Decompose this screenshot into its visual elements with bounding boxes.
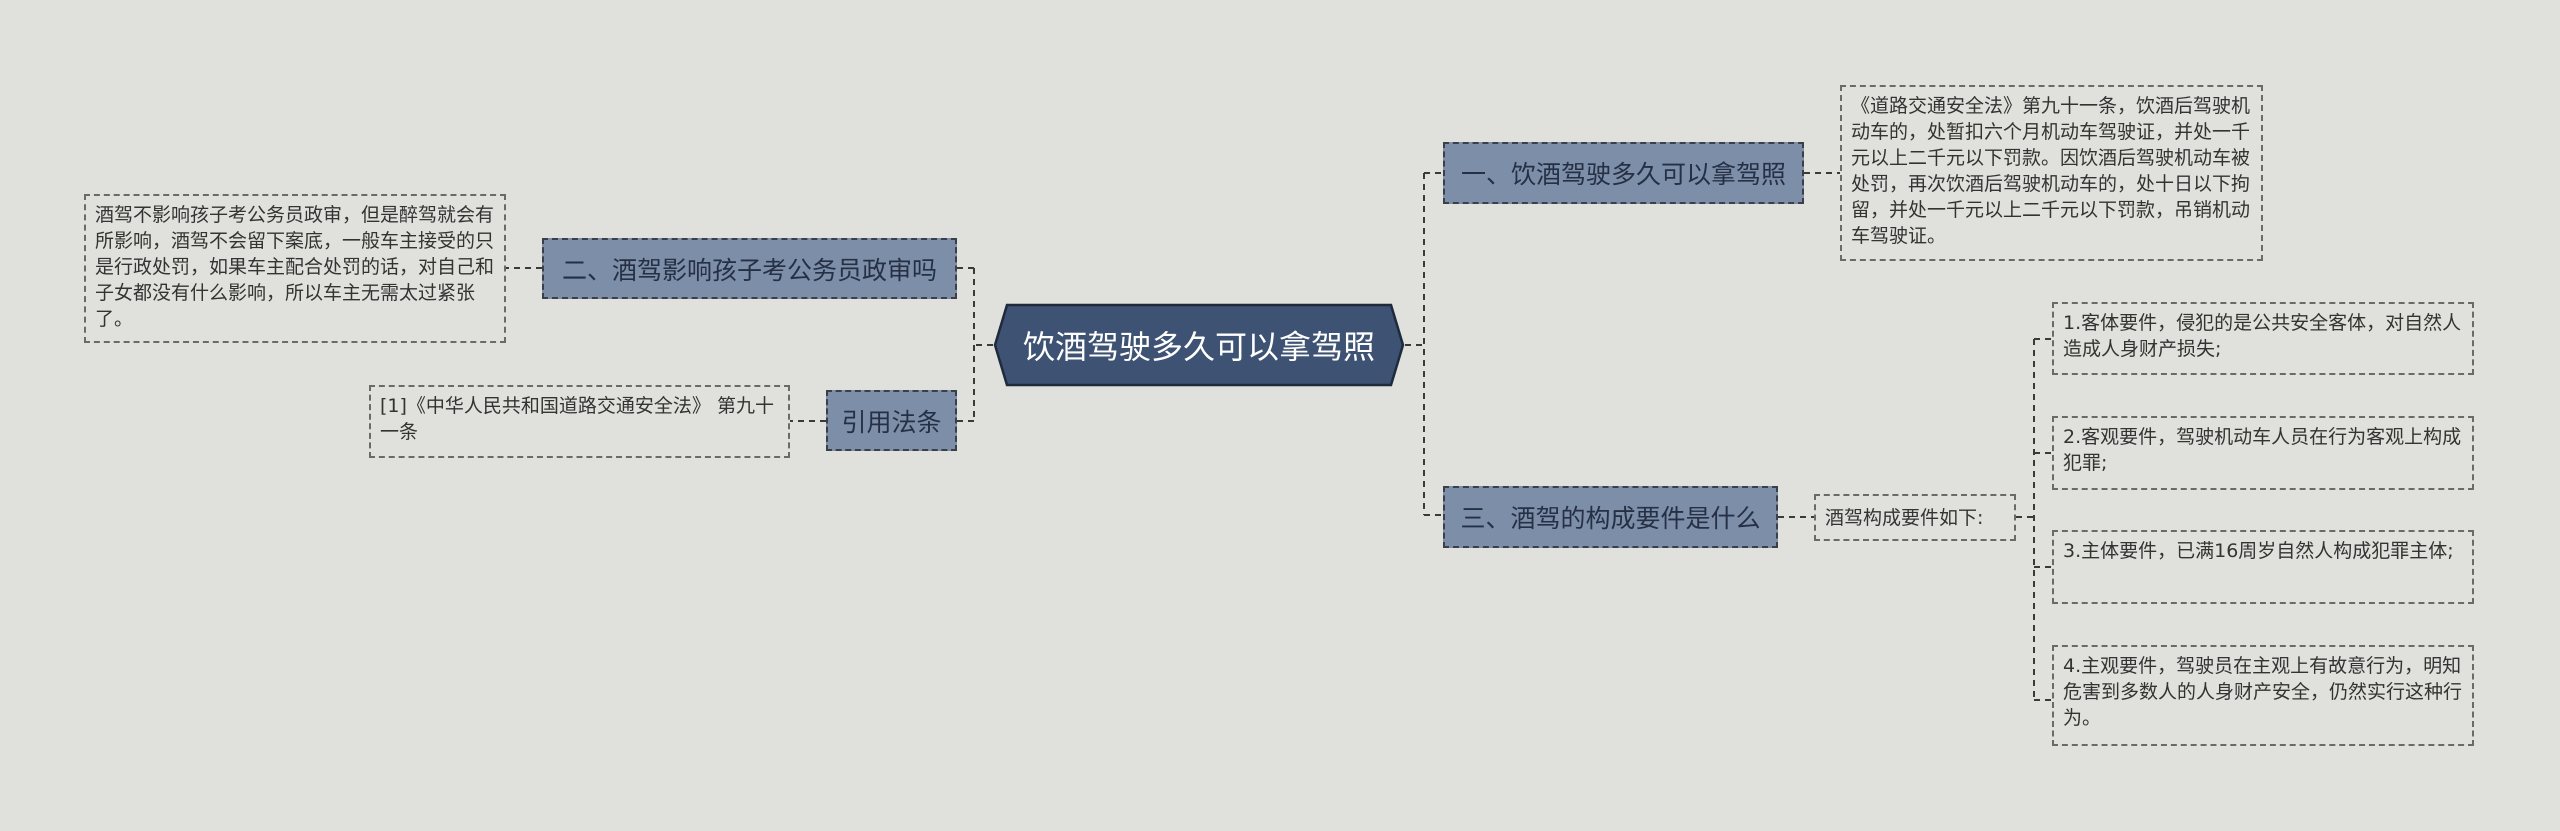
leaf-text: 《道路交通安全法》第九十一条，饮酒后驾驶机动车的，处暂扣六个月机动车驾驶证，并处…: [1851, 95, 2251, 247]
leaf-node-element-objective[interactable]: 2.客观要件，驾驶机动车人员在行为客观上构成犯罪;: [2052, 416, 2474, 490]
branch-node-citation[interactable]: 引用法条: [826, 390, 957, 451]
leaf-text: 酒驾构成要件如下:: [1825, 506, 1984, 529]
branch-node-license-duration[interactable]: 一、饮酒驾驶多久可以拿驾照: [1443, 142, 1804, 204]
leaf-node-element-subjective[interactable]: 4.主观要件，驾驶员在主观上有故意行为，明知危害到多数人的人身财产安全，仍然实行…: [2052, 645, 2474, 746]
leaf-text: 酒驾不影响孩子考公务员政审，但是醉驾就会有所影响，酒驾不会留下案底，一般车主接受…: [95, 204, 495, 330]
branch-label: 三、酒驾的构成要件是什么: [1460, 504, 1761, 533]
leaf-node-law-article[interactable]: 《道路交通安全法》第九十一条，饮酒后驾驶机动车的，处暂扣六个月机动车驾驶证，并处…: [1840, 85, 2263, 261]
leaf-text: 1.客体要件，侵犯的是公共安全客体，对自然人造成人身财产损失;: [2063, 312, 2462, 360]
leaf-node-civil-exam-answer[interactable]: 酒驾不影响孩子考公务员政审，但是醉驾就会有所影响，酒驾不会留下案底，一般车主接受…: [84, 194, 506, 343]
root-node[interactable]: 饮酒驾驶多久可以拿驾照: [993, 303, 1405, 387]
leaf-text: 3.主体要件，已满16周岁自然人构成犯罪主体;: [2063, 540, 2454, 562]
leaf-text: [1]《中华人民共和国道路交通安全法》 第九十一条: [380, 395, 774, 443]
leaf-node-elements-intro[interactable]: 酒驾构成要件如下:: [1814, 494, 2016, 541]
leaf-text: 2.客观要件，驾驶机动车人员在行为客观上构成犯罪;: [2063, 426, 2462, 474]
leaf-text: 4.主观要件，驾驶员在主观上有故意行为，明知危害到多数人的人身财产安全，仍然实行…: [2063, 655, 2463, 729]
branch-node-elements[interactable]: 三、酒驾的构成要件是什么: [1443, 486, 1778, 548]
branch-label: 一、饮酒驾驶多久可以拿驾照: [1460, 160, 1786, 189]
branch-node-civil-exam[interactable]: 二、酒驾影响孩子考公务员政审吗: [542, 238, 957, 299]
leaf-node-citation-source[interactable]: [1]《中华人民共和国道路交通安全法》 第九十一条: [369, 385, 790, 458]
leaf-node-element-subject[interactable]: 3.主体要件，已满16周岁自然人构成犯罪主体;: [2052, 530, 2474, 604]
leaf-node-element-object[interactable]: 1.客体要件，侵犯的是公共安全客体，对自然人造成人身财产损失;: [2052, 302, 2474, 375]
root-hexagon: [993, 303, 1405, 387]
branch-label: 引用法条: [841, 407, 942, 437]
root-label: 饮酒驾驶多久可以拿驾照: [1022, 328, 1375, 366]
branch-label: 二、酒驾影响孩子考公务员政审吗: [561, 255, 937, 285]
